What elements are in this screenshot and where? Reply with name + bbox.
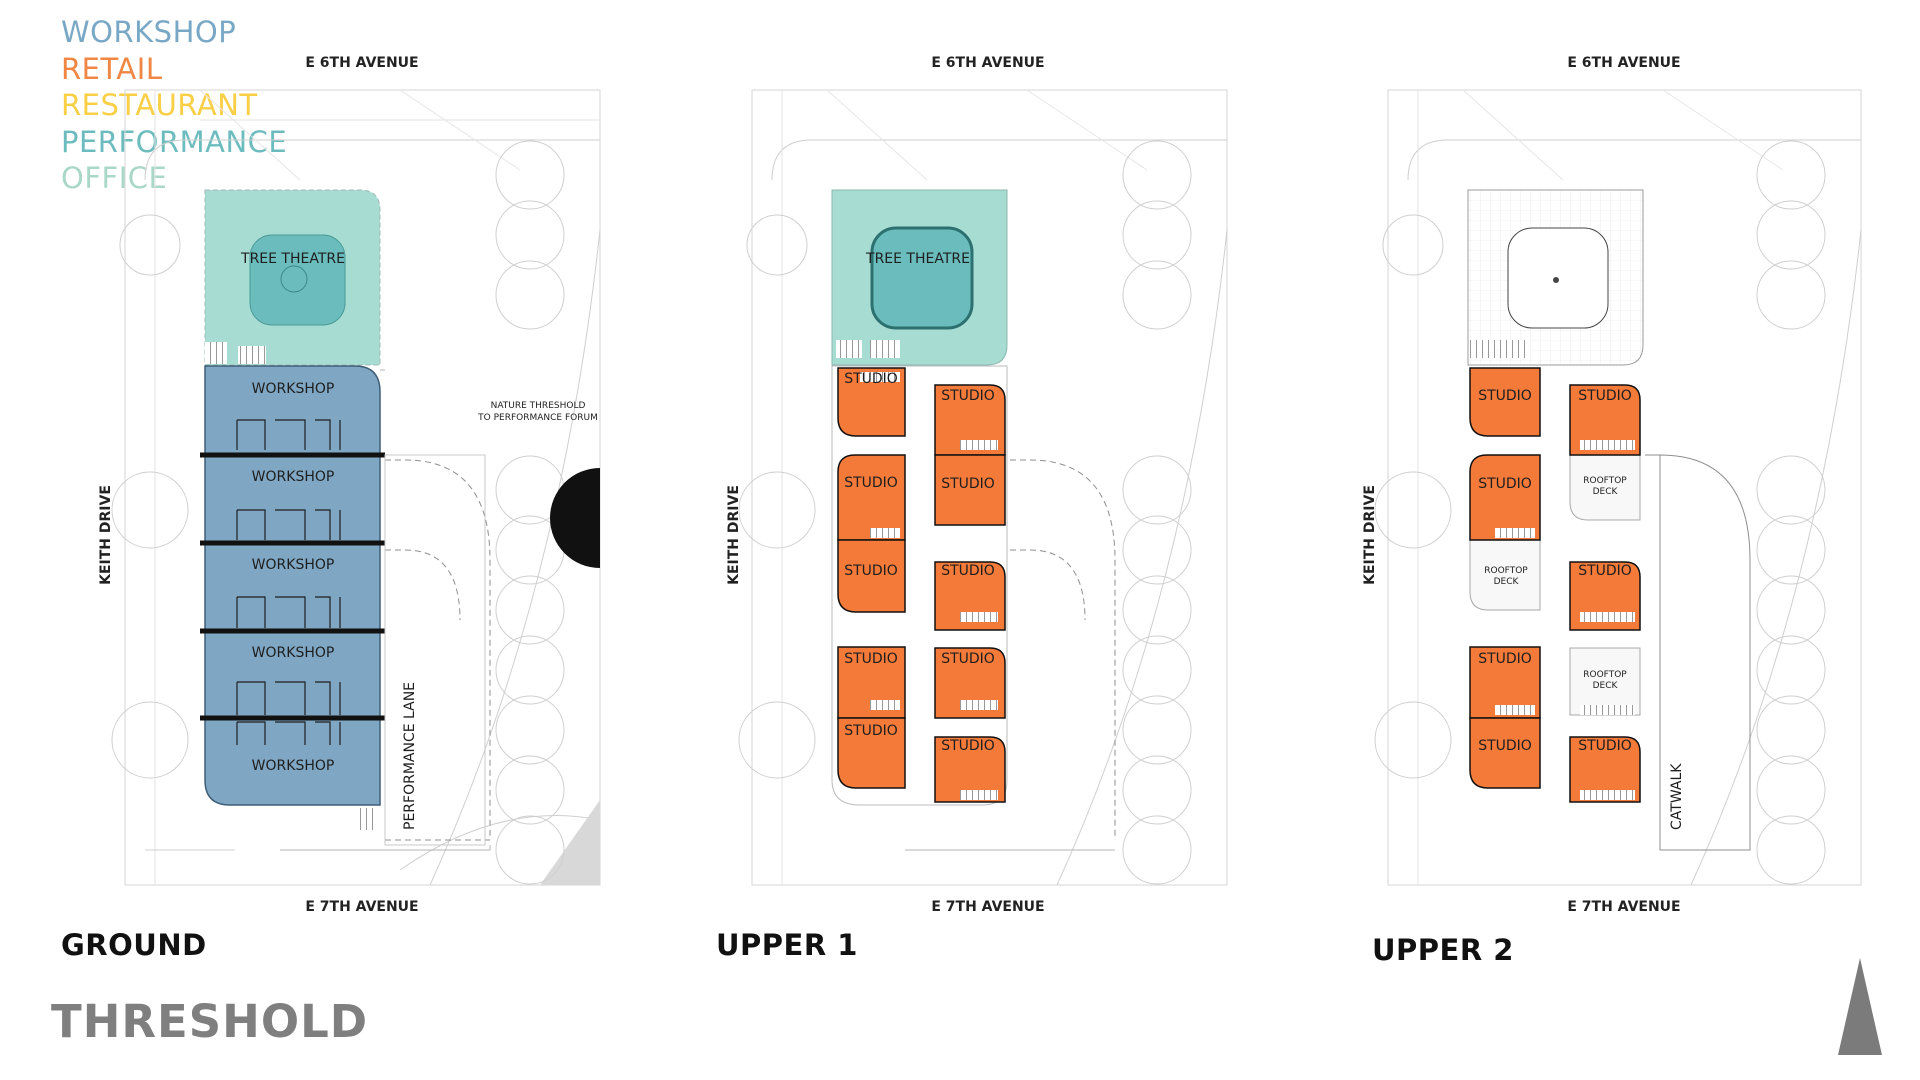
upper2-studio-1: STUDIO <box>1478 388 1532 404</box>
legend-restaurant: RESTAURANT <box>61 88 258 122</box>
ground-workshop-4: WORKSHOP <box>252 645 335 661</box>
upper1-studio-5: STUDIO <box>844 723 898 739</box>
performance-lane-label: PERFORMANCE LANE <box>402 682 418 830</box>
legend-performance: PERFORMANCE <box>61 124 288 159</box>
upper2-deck-1-line2: DECK <box>1593 487 1619 497</box>
legend-workshop: WORKSHOP <box>61 15 237 49</box>
upper1-studio-8: STUDIO <box>941 563 995 579</box>
upper1-north-street: E 6TH AVENUE <box>931 55 1044 71</box>
ground-theatre-label: TREE THEATRE <box>240 251 345 267</box>
upper1-studio-2: STUDIO <box>844 475 898 491</box>
nature-threshold-line1: NATURE THRESHOLD <box>491 401 586 411</box>
upper1-title: UPPER 1 <box>716 928 858 962</box>
upper2-deck-3-line1: ROOFTOP <box>1583 670 1627 680</box>
upper2-deck-1-line1: ROOFTOP <box>1583 476 1627 486</box>
ground-workshop-2: WORKSHOP <box>252 469 335 485</box>
upper1-studio-3: STUDIO <box>844 563 898 579</box>
ground-north-street: E 6TH AVENUE <box>305 55 418 71</box>
ground-plan: TREE THEATRE WORKSHOP WORKSHOP WORKSHOP … <box>98 55 601 915</box>
upper2-deck-2-line1: ROOFTOP <box>1484 566 1528 576</box>
upper2-plan: STUDIO STUDIO STUDIO STUDIO STUDIO STUDI… <box>1362 55 1862 915</box>
upper2-studio-5: STUDIO <box>1578 388 1632 404</box>
upper1-west-street: KEITH DRIVE <box>726 485 742 585</box>
north-arrow-icon <box>1838 958 1882 1055</box>
upper1-studio-7: STUDIO <box>941 476 995 492</box>
legend: WORKSHOP RETAIL RESTAURANT PERFORMANCE O… <box>61 14 287 197</box>
upper2-north-street: E 6TH AVENUE <box>1567 55 1680 71</box>
legend-office: OFFICE <box>61 161 168 195</box>
upper2-studio-3: STUDIO <box>1478 651 1532 667</box>
ground-workshop-3: WORKSHOP <box>252 557 335 573</box>
catwalk-label: CATWALK <box>1669 763 1685 830</box>
legend-retail: RETAIL <box>61 51 163 86</box>
upper1-studio-4: STUDIO <box>844 651 898 667</box>
upper2-west-street: KEITH DRIVE <box>1362 485 1378 585</box>
upper2-studio-2: STUDIO <box>1478 476 1532 492</box>
brand-title: THRESHOLD <box>51 995 369 1048</box>
upper1-studio-6: STUDIO <box>941 388 995 404</box>
upper1-studio-10: STUDIO <box>941 738 995 754</box>
upper1-south-street: E 7TH AVENUE <box>931 899 1044 915</box>
upper2-studio-4: STUDIO <box>1478 738 1532 754</box>
ground-title: GROUND <box>61 928 207 962</box>
upper1-studio-9: STUDIO <box>941 651 995 667</box>
upper1-plan: TREE THEATRE STUDIO STU <box>726 55 1228 915</box>
ground-south-street: E 7TH AVENUE <box>305 899 418 915</box>
ground-workshop-5: WORKSHOP <box>252 758 335 774</box>
upper2-deck-3-line2: DECK <box>1593 681 1619 691</box>
upper1-studio-1: STUDIO <box>844 371 898 387</box>
upper2-studio-6: STUDIO <box>1578 563 1632 579</box>
upper2-studio-7: STUDIO <box>1578 738 1632 754</box>
upper1-theatre-label: TREE THEATRE <box>865 251 970 267</box>
upper2-deck-2-line2: DECK <box>1494 577 1520 587</box>
nature-threshold-line2: TO PERFORMANCE FORUM <box>477 413 598 423</box>
upper2-south-street: E 7TH AVENUE <box>1567 899 1680 915</box>
upper2-title: UPPER 2 <box>1372 933 1514 967</box>
ground-workshop-1: WORKSHOP <box>252 381 335 397</box>
ground-west-street: KEITH DRIVE <box>98 485 114 585</box>
